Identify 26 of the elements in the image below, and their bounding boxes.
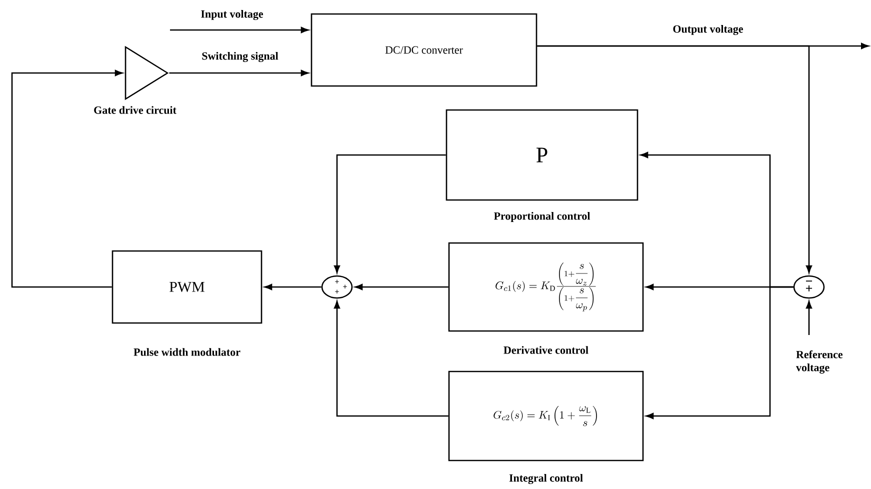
arrow: [169, 70, 309, 76]
arrow: [11, 70, 123, 288]
process-box: P: [446, 109, 638, 201]
process-box: PWM: [112, 250, 262, 324]
converter-box: DC/DC converter: [310, 13, 538, 87]
arrow: [334, 154, 446, 274]
block-caption: Pulse width modulator: [134, 348, 240, 356]
block-caption: Gate drive circuit: [94, 106, 176, 114]
arrow: [264, 284, 322, 290]
edge-label: Output voltage: [673, 24, 743, 36]
arrow: [806, 300, 812, 335]
edge-label: Reference voltage: [796, 350, 843, 374]
edge-label: Switching signal: [202, 52, 278, 62]
arrow: [646, 286, 794, 420]
summing-junction: − +: [793, 275, 825, 299]
block-caption: Proportional control: [494, 212, 590, 222]
arrow: [334, 300, 448, 417]
block-caption: Derivative control: [504, 346, 588, 354]
transfer-function-box: $G_{c1}(s) = K_{\mathrm{D}}\frac{\left(1+\dfrac{s}{\omega_z}\right)}{\left(1+\dfrac{s}{\omega_p}\right)}$: [448, 242, 644, 332]
edge-label: Input voltage: [201, 10, 264, 20]
arrow: [537, 45, 812, 274]
arrow: [170, 26, 309, 34]
transfer-function-box: $G_{c2}(s) = K_{\mathrm{I}}\left(1+\dfrac{\omega_{\mathrm{L}}}{s}\right)$: [448, 370, 644, 462]
summing-junction: + + +: [321, 275, 353, 299]
arrow: [354, 284, 448, 290]
block-caption: Integral control: [509, 474, 583, 484]
